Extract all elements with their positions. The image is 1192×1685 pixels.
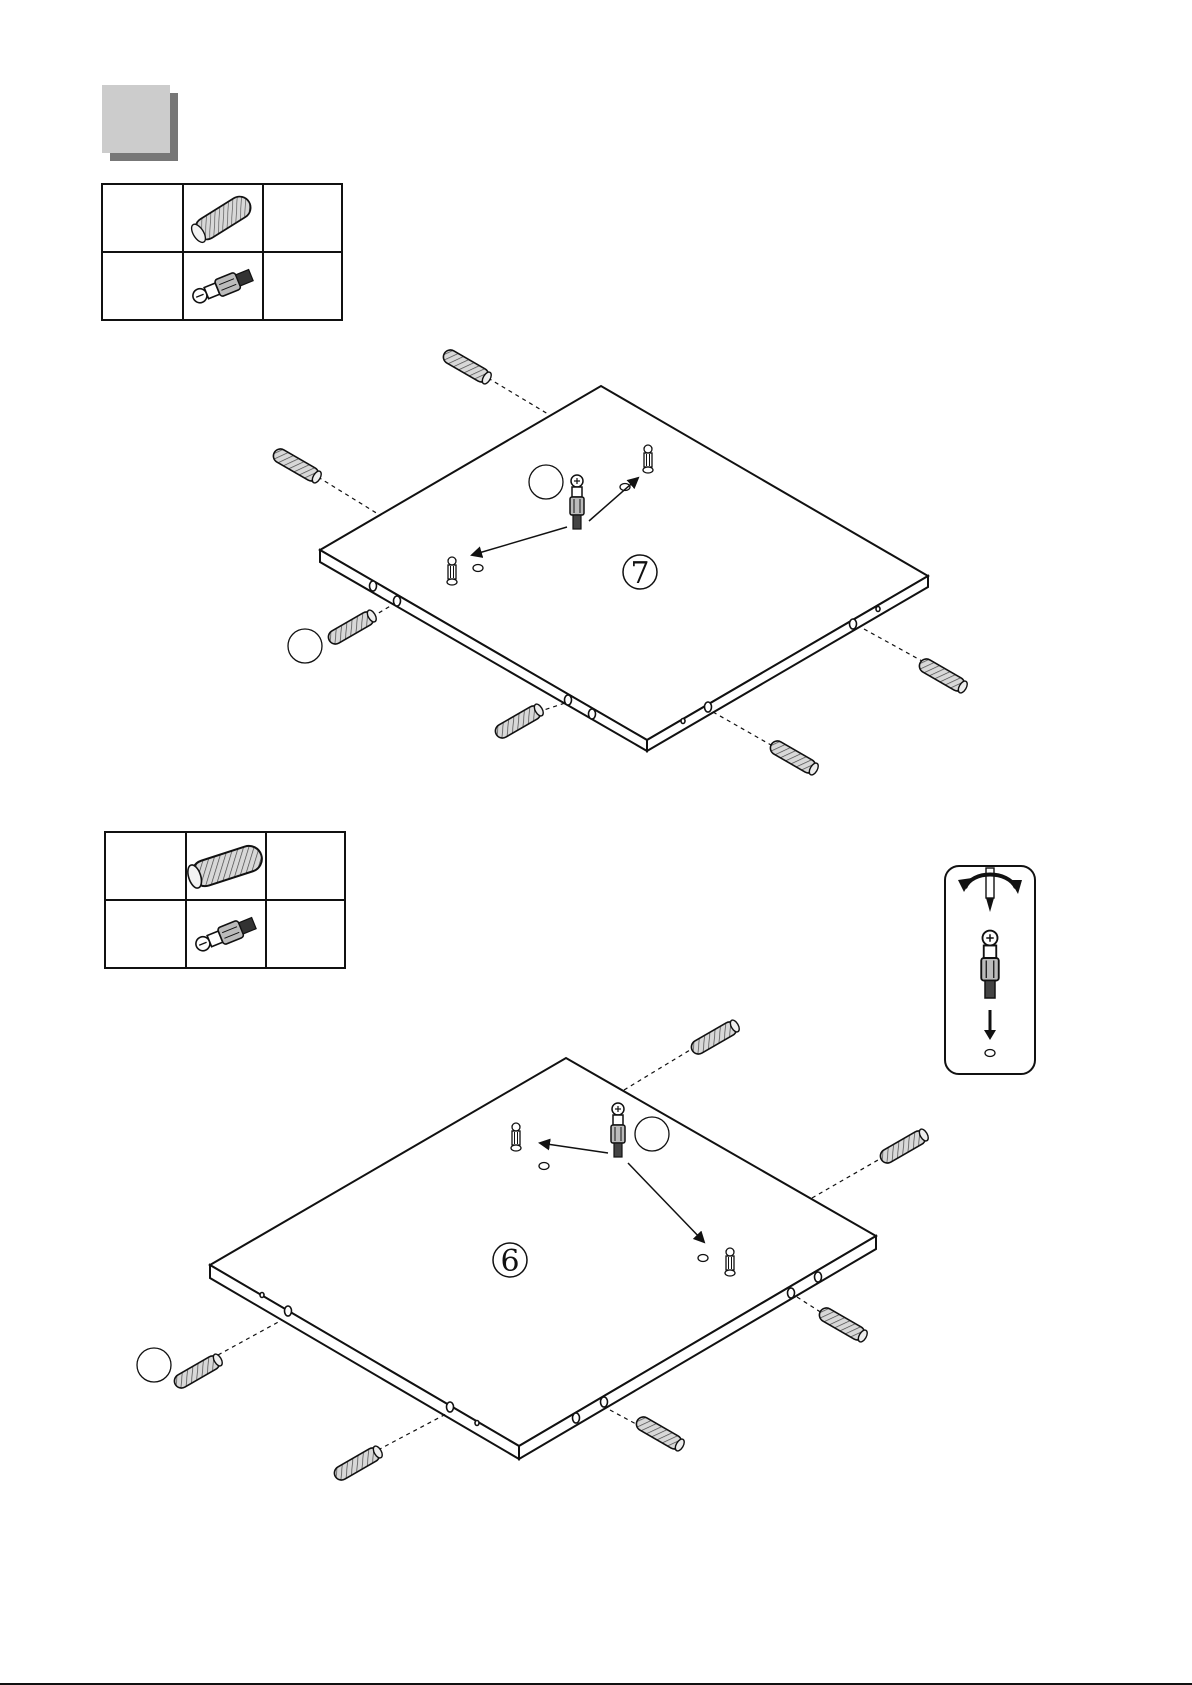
dowel bbox=[332, 1444, 384, 1482]
panel-label-top: 7 bbox=[630, 556, 649, 591]
dowel bbox=[493, 702, 545, 740]
panel-top: 7 bbox=[271, 347, 969, 776]
step-square-icon bbox=[102, 85, 178, 161]
cam-insert bbox=[511, 1123, 521, 1151]
part-ref-circle bbox=[529, 465, 563, 499]
dowel bbox=[689, 1018, 741, 1056]
parts-table-1 bbox=[102, 184, 342, 320]
part-ref-circle bbox=[137, 1348, 171, 1382]
part-ref-circle bbox=[635, 1117, 669, 1151]
cam-insert bbox=[447, 557, 457, 585]
cam-insert bbox=[643, 445, 653, 473]
dowel bbox=[634, 1414, 686, 1452]
panel-label-bottom: 6 bbox=[500, 1244, 519, 1279]
dowel bbox=[817, 1305, 869, 1343]
dowel bbox=[271, 446, 323, 484]
screwdriver-rotate-icon bbox=[945, 866, 1035, 1074]
parts-table-2 bbox=[105, 832, 345, 968]
panel-bottom: 6 bbox=[137, 1018, 930, 1482]
cam-insert bbox=[725, 1248, 735, 1276]
dowel bbox=[768, 738, 820, 776]
dowel bbox=[172, 1352, 224, 1390]
dowel bbox=[917, 656, 969, 694]
dowel bbox=[326, 608, 378, 646]
dowel bbox=[441, 347, 493, 385]
dowel bbox=[878, 1127, 930, 1165]
part-ref-circle bbox=[288, 629, 322, 663]
